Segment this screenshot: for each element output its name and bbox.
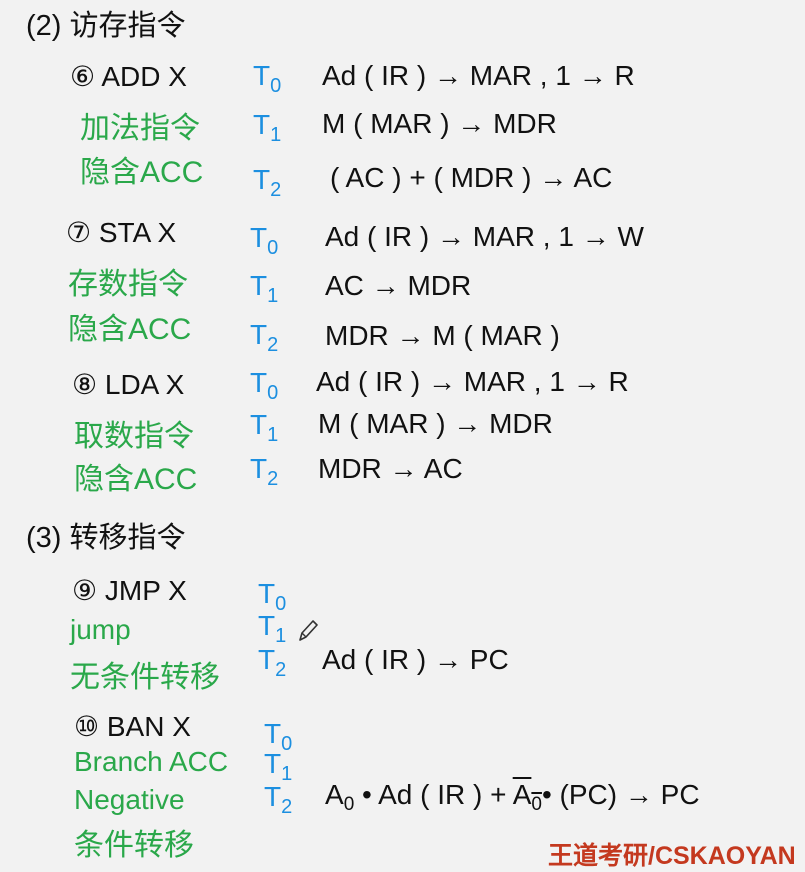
jmp-t2-label: T2 — [258, 644, 287, 681]
add-t0-op: Ad ( IR ) → MAR , 1 → R — [322, 60, 635, 91]
add-t2-label: T2 — [253, 164, 282, 201]
jmp-t0-label: T0 — [258, 578, 287, 615]
pencil-icon — [299, 620, 318, 641]
sta-t1-label: T1 — [250, 270, 279, 307]
sta-desc-1: 存数指令 — [68, 268, 188, 301]
lda-instruction-name: ⑧ LDA X — [72, 369, 185, 400]
jmp-t1-label: T1 — [258, 610, 287, 647]
section-branch-title: (3) 转移指令 — [26, 522, 186, 554]
ban-t2-label: T2 — [264, 781, 293, 818]
sta-t0-label: T0 — [250, 222, 279, 259]
sta-desc-2: 隐含ACC — [68, 313, 192, 346]
sta-t2-op: MDR → M ( MAR ) — [325, 320, 560, 351]
jmp-desc-1: jump — [70, 614, 131, 645]
section-memory-title: (2) 访存指令 — [26, 10, 186, 42]
ban-a0-bar: A0 — [512, 779, 542, 815]
lda-t0-op: Ad ( IR ) → MAR , 1 → R — [316, 366, 629, 397]
sta-instruction-name: ⑦ STA X — [66, 217, 177, 248]
ban-desc-2: Negative — [74, 784, 185, 815]
watermark: 王道考研/CSKAOYAN — [548, 842, 796, 870]
sta-t1-op: AC → MDR — [325, 270, 472, 301]
ban-t0-label: T0 — [264, 718, 293, 755]
lda-desc-2: 隐含ACC — [74, 463, 198, 496]
add-t1-op: M ( MAR ) → MDR — [322, 108, 557, 139]
lda-desc-1: 取数指令 — [74, 420, 194, 453]
add-desc-2: 隐含ACC — [80, 156, 204, 189]
jmp-t2-op: Ad ( IR ) → PC — [322, 644, 509, 675]
sta-t0-op: Ad ( IR ) → MAR , 1 → W — [325, 221, 644, 252]
lda-t2-op: MDR → AC — [318, 453, 463, 484]
ban-t2-op: A0 • Ad ( IR ) + A0• (PC) → PC — [325, 779, 700, 815]
lda-t1-label: T1 — [250, 409, 279, 446]
ban-instruction-name: ⑩ BAN X — [74, 711, 191, 742]
lda-t2-label: T2 — [250, 453, 279, 490]
add-instruction-name: ⑥ ADD X — [70, 61, 187, 92]
jmp-instruction-name: ⑨ JMP X — [72, 575, 187, 606]
lda-t0-label: T0 — [250, 367, 279, 404]
add-t1-label: T1 — [253, 109, 282, 146]
lda-t1-op: M ( MAR ) → MDR — [318, 408, 553, 439]
sta-t2-label: T2 — [250, 319, 279, 356]
add-desc-1: 加法指令 — [80, 112, 200, 145]
jmp-desc-2: 无条件转移 — [70, 661, 220, 694]
ban-t1-label: T1 — [264, 748, 293, 785]
ban-desc-3: 条件转移 — [74, 829, 194, 862]
ban-desc-1: Branch ACC — [74, 746, 229, 777]
add-t2-op: ( AC ) + ( MDR ) → AC — [330, 162, 613, 193]
add-t0-label: T0 — [253, 60, 282, 97]
